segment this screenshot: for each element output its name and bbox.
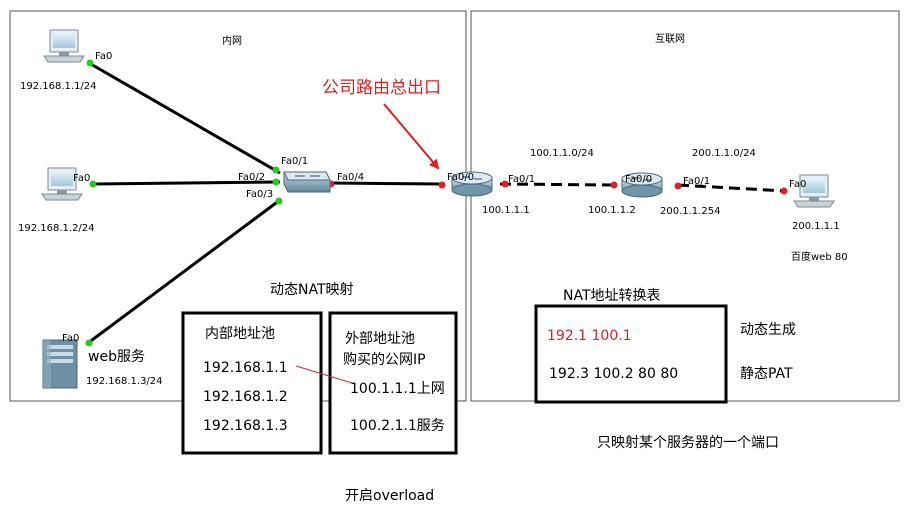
- port-label-r1-fa01: Fa0/1: [508, 174, 535, 185]
- port-label-sw-fa04: Fa0/4: [337, 172, 364, 183]
- port-dot-sw-fa02: [272, 178, 280, 186]
- nat-table-box: [534, 304, 728, 404]
- link-router2-remote: [677, 183, 786, 193]
- remote-server-computer-icon[interactable]: [793, 174, 835, 208]
- port-label-server: Fa0: [62, 333, 79, 344]
- port-dot-r2-fa01: [674, 182, 682, 190]
- switch-icon[interactable]: [283, 171, 331, 193]
- web-server-icon[interactable]: [42, 339, 78, 389]
- remote-ip-label: 200.1.1.1: [792, 221, 840, 232]
- inner-pool-title: 内部地址池: [205, 326, 275, 342]
- port-label-sw-fa02: Fa0/2: [238, 172, 265, 183]
- port-dot-r2-fa00: [610, 181, 618, 189]
- pc2-ip-label: 192.168.1.2/24: [18, 223, 95, 234]
- port-label-pc1: Fa0: [95, 51, 112, 62]
- pc1-computer-icon[interactable]: [43, 29, 85, 63]
- pat-note: 只映射某个服务器的一个端口: [597, 435, 779, 451]
- inner-pool-box: [181, 311, 323, 455]
- port-label-remote: Fa0: [789, 179, 806, 190]
- exit-annotation: 公司路由总出口: [322, 78, 441, 98]
- port-dot-r1-fa00: [438, 181, 446, 189]
- port-label-r2-fa00: Fa0/0: [625, 174, 652, 185]
- pc1-ip-label: 192.168.1.1/24: [20, 81, 97, 92]
- server-name-label: web服务: [88, 349, 145, 365]
- overload-label: 开启overload: [345, 488, 434, 504]
- port-label-r1-fa00: Fa0/0: [447, 172, 474, 183]
- static-pat-label: 静态PAT: [740, 366, 793, 382]
- nat-table-title: NAT地址转换表: [563, 287, 661, 304]
- port-dot-pc2: [89, 180, 97, 188]
- router2-right-ip-label: 200.1.1.254: [660, 206, 720, 217]
- link-pc2-switch: [93, 180, 281, 186]
- router1-icon[interactable]: [451, 171, 493, 197]
- port-dot-sw-fa01: [272, 166, 280, 174]
- outer-pool-title: 外部地址池: [345, 331, 415, 347]
- lan-region-title: 内网: [222, 34, 242, 47]
- dynamic-nat-label: 动态NAT映射: [270, 282, 354, 298]
- outer-pool-item-2: 100.2.1.1服务: [350, 418, 445, 434]
- server-ip-label: 192.168.1.3/24: [86, 376, 163, 387]
- port-dot-pc1: [86, 59, 94, 67]
- pc2-computer-icon[interactable]: [41, 167, 83, 201]
- port-dot-server: [85, 339, 93, 347]
- link-router1-router2: [499, 182, 615, 187]
- router2-left-ip-label: 100.1.1.2: [588, 205, 636, 216]
- inner-pool-item-3: 192.168.1.3: [203, 418, 288, 434]
- port-dot-remote: [780, 187, 788, 195]
- inner-pool-item-1: 192.168.1.1: [203, 360, 288, 376]
- outer-pool-subtitle: 购买的公网IP: [343, 352, 426, 368]
- net2-label: 200.1.1.0/24: [692, 148, 756, 159]
- port-label-sw-fa01: Fa0/1: [281, 156, 308, 167]
- router1-ip-label: 100.1.1.1: [482, 205, 530, 216]
- inner-pool-item-2: 192.168.1.2: [203, 389, 288, 405]
- port-label-sw-fa03: Fa0/3: [246, 189, 273, 200]
- nat-table-row-2: 192.3 100.2 80 80: [549, 366, 678, 382]
- port-label-r2-fa01: Fa0/1: [683, 176, 710, 187]
- link-pc1-switch: [88, 61, 281, 175]
- internet-region-title: 互联网: [655, 33, 685, 45]
- outer-pool-item-1: 100.1.1.1上网: [350, 381, 445, 397]
- net1-label: 100.1.1.0/24: [530, 148, 594, 159]
- remote-service-label: 百度web 80: [791, 250, 848, 263]
- port-dot-sw-fa03: [275, 197, 283, 205]
- link-server-switch: [87, 198, 281, 345]
- port-dot-r1-fa01: [501, 180, 509, 188]
- nat-table-row-1: 192.1 100.1: [547, 328, 632, 344]
- port-label-pc2: Fa0: [73, 173, 90, 184]
- mapping-line: [295, 365, 353, 384]
- dynamic-gen-label: 动态生成: [740, 322, 796, 338]
- link-switch-router1: [329, 181, 443, 186]
- exit-arrow: [383, 103, 440, 170]
- router2-icon[interactable]: [621, 172, 663, 198]
